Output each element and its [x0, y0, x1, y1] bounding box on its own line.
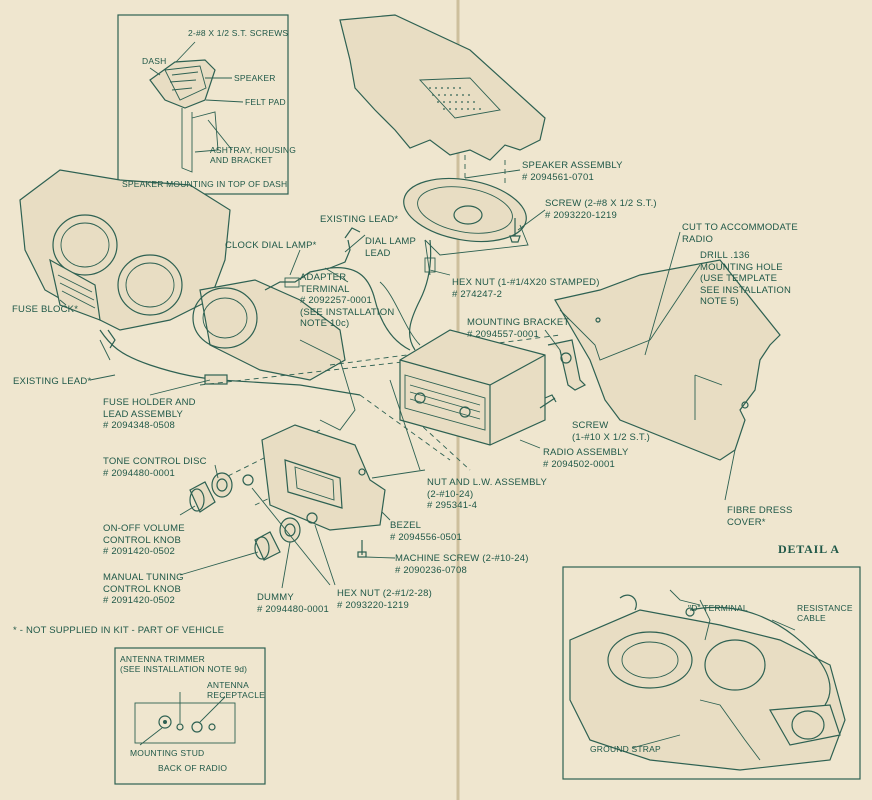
detail-a-title: DETAIL A [778, 542, 840, 556]
manual-tuning-label: MANUAL TUNING CONTROL KNOB # 2091420-050… [103, 572, 184, 606]
radio-assembly [399, 329, 546, 446]
drill-label: DRILL .136 MOUNTING HOLE (USE TEMPLATE S… [700, 250, 792, 307]
radio-assembly-label: RADIO ASSEMBLY # 2094502-0001 [543, 447, 629, 470]
knobs [189, 472, 318, 561]
fuse-holder-label: FUSE HOLDER AND LEAD ASSEMBLY # 2094348-… [103, 397, 196, 431]
nut-left [242, 474, 254, 486]
leader-lines [59, 169, 736, 589]
footnote: * - NOT SUPPLIED IN KIT - PART OF VEHICL… [13, 625, 225, 636]
machine-screw-label: MACHINE SCREW (2-#10-24) # 2090236-0708 [395, 553, 529, 576]
dummy-disc [279, 517, 301, 543]
nut-right [306, 512, 318, 524]
adapter-terminal-label: ADAPTER TERMINAL # 2092257-0001 (SEE INS… [300, 272, 395, 329]
screw-right-label: SCREW (1-#10 X 1/2 S.T.) [572, 420, 651, 443]
mounting-stud-label: MOUNTING STUD [130, 748, 205, 758]
instrument-panel [19, 169, 231, 331]
dummy-label: DUMMY # 2094480-0001 [257, 592, 330, 615]
on-off-volume-knob [189, 481, 216, 513]
ashtray-label: ASHTRAY, HOUSING AND BRACKET [210, 145, 297, 165]
resistance-cable-label: RESISTANCE CABLE [797, 603, 853, 623]
antenna-inset [114, 647, 266, 785]
back-of-radio-label: BACK OF RADIO [158, 763, 228, 773]
on-off-knob-label: ON-OFF VOLUME CONTROL KNOB # 2091420-050… [103, 523, 185, 557]
dash-label: DASH [142, 56, 167, 66]
fibre-dress-label: FIBRE DRESS COVER* [727, 505, 793, 528]
bezel [261, 424, 386, 531]
existing-lead-left-label: EXISTING LEAD* [13, 376, 92, 387]
speaker-label: SPEAKER [234, 73, 276, 83]
ground-strap-label: GROUND STRAP [590, 744, 661, 754]
speaker-screws-label: 2-#8 X 1/2 S.T. SCREWS [188, 28, 289, 38]
machine-screw [357, 540, 367, 558]
existing-lead-top-label: EXISTING LEAD* [320, 214, 399, 225]
dash-top-panel [339, 14, 546, 161]
mounting-bracket-label: MOUNTING BRACKET # 2094557-0001 [467, 317, 570, 340]
hex-nut-bottom-label: HEX NUT (2-#1/2-28) # 2093220-1219 [337, 588, 432, 611]
clock-dial-lamp-label: CLOCK DIAL LAMP* [225, 240, 317, 251]
fibre-dress-cover [554, 259, 781, 461]
cut-label: CUT TO ACCOMMODATE RADIO [682, 222, 798, 245]
speaker-screw [509, 209, 546, 243]
detail-a-inset [562, 566, 861, 780]
felt-pad-label: FELT PAD [245, 97, 286, 107]
speaker-assembly [403, 155, 529, 276]
wiring-harness [99, 227, 432, 396]
hex-nut-top-label: HEX NUT (1-#1/4X20 STAMPED) # 274247-2 [452, 277, 600, 300]
speaker-inset-caption: SPEAKER MOUNTING IN TOP OF DASH [122, 179, 288, 189]
bezel-label: BEZEL # 2094556-0501 [390, 520, 463, 543]
nut-lw-label: NUT AND L.W. ASSEMBLY (2-#10-24) # 29534… [427, 477, 547, 511]
manual-tuning-knob [254, 531, 281, 561]
tone-control-disc [211, 472, 233, 498]
antenna-receptacle-label: ANTENNA RECEPTACLE [207, 680, 266, 700]
dial-lamp-lead-label: DIAL LAMP LEAD [365, 236, 417, 259]
speaker-assembly-label: SPEAKER ASSEMBLY # 2094561-0701 [522, 160, 623, 183]
tone-control-label: TONE CONTROL DISC # 2094480-0001 [103, 456, 207, 479]
mounting-bracket [539, 339, 587, 409]
screw-top-label: SCREW (2-#8 X 1/2 S.T.) # 2093220-1219 [545, 198, 657, 221]
antenna-trimmer-label: ANTENNA TRIMMER (SEE INSTALLATION NOTE 9… [120, 654, 248, 674]
fuse-block-label: FUSE BLOCK* [12, 304, 79, 315]
d-terminal-label: "D" TERMINAL [688, 603, 748, 613]
